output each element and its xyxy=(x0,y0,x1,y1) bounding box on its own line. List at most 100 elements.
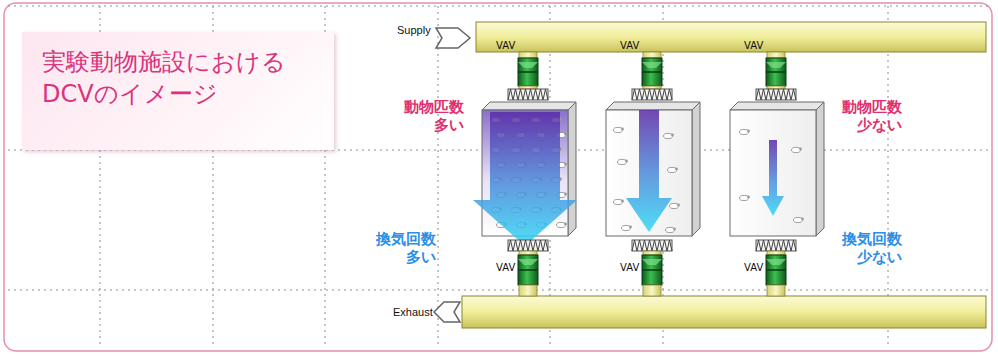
animal xyxy=(618,159,627,164)
animal-head xyxy=(799,148,802,151)
diffuser xyxy=(632,240,672,251)
diffuser xyxy=(756,240,796,251)
vav-highlight xyxy=(766,259,786,265)
vav-damper xyxy=(518,269,538,271)
animal-head xyxy=(677,204,680,207)
vav-label: VAV xyxy=(744,40,763,52)
animal xyxy=(614,199,623,204)
diffuser-blades xyxy=(756,240,796,251)
diffuser xyxy=(756,89,796,100)
vav-valve xyxy=(642,58,662,86)
diffuser-blades xyxy=(756,89,796,100)
vav-label: VAV xyxy=(620,40,639,52)
diffuser-blades xyxy=(632,89,672,100)
animal-head xyxy=(801,218,804,221)
animal-head xyxy=(564,193,567,196)
vav-highlight xyxy=(642,259,662,265)
room-top xyxy=(606,102,700,110)
room-side xyxy=(692,102,700,236)
branch-duct xyxy=(519,285,537,296)
title-box: 実験動物施設における DCVのイメージ xyxy=(22,32,334,150)
animal xyxy=(664,133,673,138)
vav-damper xyxy=(518,71,538,73)
animal-head xyxy=(747,196,750,199)
vav-valve xyxy=(518,58,538,86)
diffuser xyxy=(508,89,548,100)
frame xyxy=(4,3,992,351)
animal xyxy=(670,203,679,208)
room-side xyxy=(816,102,824,236)
vav-label: VAV xyxy=(744,262,763,274)
vav-highlight xyxy=(766,62,786,68)
animal xyxy=(792,147,801,152)
branch-duct xyxy=(643,52,661,58)
exhaust-arrow xyxy=(434,302,460,322)
diffuser xyxy=(508,240,548,251)
vav-damper xyxy=(766,71,786,73)
diffuser-blades xyxy=(508,89,548,100)
vav-highlight xyxy=(642,62,662,68)
diffuser xyxy=(632,89,672,100)
branch-duct xyxy=(767,251,785,255)
animal-head xyxy=(564,223,567,226)
animal-head xyxy=(671,134,674,137)
air-change-label: 換気回数 少ない xyxy=(840,230,902,266)
animal-head xyxy=(675,168,678,171)
vav-highlight xyxy=(518,259,538,265)
rooms xyxy=(473,52,824,296)
animal xyxy=(740,129,749,134)
airflow-arrow xyxy=(762,140,784,216)
animal xyxy=(668,167,677,172)
branch-duct xyxy=(767,285,785,296)
animal-head xyxy=(564,163,567,166)
animal-count-label: 動物匹数 少ない xyxy=(840,98,902,134)
animal xyxy=(614,127,623,132)
animal-head xyxy=(625,160,628,163)
animal xyxy=(622,225,631,230)
duct-label: Supply xyxy=(397,24,431,37)
vav-damper xyxy=(642,269,662,271)
vav-valve xyxy=(766,255,786,285)
animal-head xyxy=(629,226,632,229)
airflow-arrow xyxy=(626,110,672,232)
vav-label: VAV xyxy=(496,40,515,52)
diffuser-blades xyxy=(508,240,548,251)
vav-valve xyxy=(766,58,786,86)
animal xyxy=(557,222,566,227)
branch-duct xyxy=(643,251,661,255)
animal-head xyxy=(747,130,750,133)
room-front xyxy=(606,110,692,236)
animal xyxy=(740,195,749,200)
animal-head xyxy=(621,128,624,131)
supply-arrow xyxy=(436,28,470,48)
room-front xyxy=(730,110,816,236)
room-side xyxy=(568,102,576,236)
animal-count-label: 動物匹数 多い xyxy=(402,98,464,134)
animal-head xyxy=(621,200,624,203)
animal xyxy=(794,217,803,222)
vav-damper xyxy=(642,71,662,73)
animal xyxy=(666,227,675,232)
grid xyxy=(8,6,988,348)
animal-head xyxy=(564,133,567,136)
room-top xyxy=(482,102,576,110)
branch-duct xyxy=(519,251,537,255)
branch-duct xyxy=(767,52,785,58)
supply-duct xyxy=(476,22,986,52)
animal-head xyxy=(673,228,676,231)
diffuser-blades xyxy=(632,240,672,251)
airflow-arrow xyxy=(473,112,577,246)
branch-duct xyxy=(519,52,537,58)
exhaust-duct xyxy=(462,296,986,328)
vav-valve xyxy=(642,255,662,285)
title-text: 実験動物施設における DCVのイメージ xyxy=(42,46,288,111)
air-change-label: 換気回数 多い xyxy=(374,230,436,266)
branch-duct xyxy=(643,285,661,296)
vav-label: VAV xyxy=(496,262,515,274)
vav-highlight xyxy=(518,62,538,68)
vav-label: VAV xyxy=(620,262,639,274)
vav-damper xyxy=(766,269,786,271)
duct-label: Exhaust xyxy=(393,306,433,319)
room-top xyxy=(730,102,824,110)
vav-valve xyxy=(518,255,538,285)
